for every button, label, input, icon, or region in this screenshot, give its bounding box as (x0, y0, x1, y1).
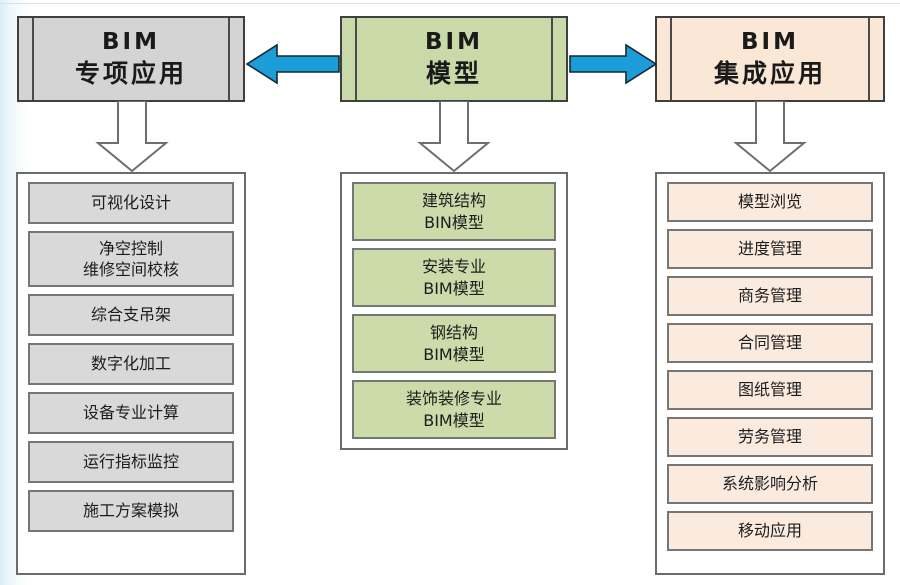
list-item[interactable]: 图纸管理 (667, 370, 873, 410)
blue-arrow-left-icon (246, 43, 340, 85)
item-line2: BIM模型 (423, 278, 485, 298)
top-divider-rule (0, 3, 900, 4)
header-box-special-application[interactable]: BIM 专项应用 (17, 16, 245, 102)
down-arrow-right-icon (733, 101, 807, 173)
item-label: 综合支吊架 (90, 305, 171, 325)
item-line2: BIM模型 (423, 344, 485, 364)
item-label: 图纸管理 (737, 380, 802, 400)
item-label: 进度管理 (737, 239, 802, 259)
header-box-bim-model[interactable]: BIM 模型 (340, 16, 568, 102)
list-item[interactable]: 建筑结构 BIN模型 (352, 182, 556, 241)
list-item[interactable]: 数字化加工 (28, 343, 234, 385)
item-line1: 安装专业 (421, 257, 486, 277)
item-label: 净空控制 维修空间校核 (83, 238, 179, 280)
item-label: 建筑结构 BIN模型 (422, 190, 486, 232)
item-label: 安装专业 BIM模型 (422, 256, 486, 298)
item-label: 可视化设计 (90, 193, 171, 213)
list-item[interactable]: 综合支吊架 (28, 294, 234, 336)
list-item[interactable]: 商务管理 (667, 276, 873, 316)
header-mid-line2: 模型 (425, 59, 482, 89)
list-item[interactable]: 装饰装修专业 BIM模型 (352, 380, 556, 439)
list-item[interactable]: 进度管理 (667, 229, 873, 269)
down-arrow-mid-icon (417, 101, 491, 173)
list-item[interactable]: 净空控制 维修空间校核 (28, 231, 234, 287)
item-label: 系统影响分析 (721, 474, 818, 494)
header-left-line2: 专项应用 (74, 59, 187, 89)
item-line2: BIN模型 (424, 212, 484, 232)
list-item[interactable]: 设备专业计算 (28, 392, 234, 434)
list-item[interactable]: 安装专业 BIM模型 (352, 248, 556, 307)
header-right-title: BIM 集成应用 (714, 29, 826, 89)
list-item[interactable]: 施工方案模拟 (28, 490, 234, 532)
column-special-application: 可视化设计 净空控制 维修空间校核 综合支吊架 数字化加工 设备专业计算 运行指… (16, 172, 246, 575)
item-label: 设备专业计算 (82, 403, 179, 423)
list-item[interactable]: 模型浏览 (667, 182, 873, 222)
item-label: 施工方案模拟 (82, 501, 179, 521)
list-item[interactable]: 可视化设计 (28, 182, 234, 224)
header-mid-line1: BIM (425, 29, 483, 56)
item-label: 装饰装修专业 BIM模型 (406, 388, 502, 430)
list-item[interactable]: 运行指标监控 (28, 441, 234, 483)
header-right-line1: BIM (741, 29, 799, 56)
header-mid-title: BIM 模型 (425, 29, 483, 89)
item-label: 数字化加工 (90, 354, 171, 374)
header-left-rule (32, 18, 34, 100)
column-bim-model: 建筑结构 BIN模型 安装专业 BIM模型 钢结构 BIM模型 装饰装修专业 B… (340, 172, 568, 450)
item-label: 模型浏览 (737, 192, 802, 212)
header-box-integrated-application[interactable]: BIM 集成应用 (655, 16, 885, 102)
item-label: 移动应用 (737, 521, 802, 541)
list-item[interactable]: 移动应用 (667, 511, 873, 551)
item-line1: 装饰装修专业 (405, 389, 502, 409)
item-line2: BIM模型 (423, 410, 485, 430)
down-arrow-left-icon (95, 101, 169, 173)
header-right-rule (228, 18, 230, 100)
item-label: 钢结构 BIM模型 (423, 322, 485, 364)
item-label: 商务管理 (737, 286, 802, 306)
item-line1: 建筑结构 (421, 191, 486, 211)
header-right-right-rule (868, 18, 870, 100)
header-right-line2: 集成应用 (713, 59, 826, 89)
item-label: 劳务管理 (737, 427, 802, 447)
item-line1: 净空控制 (98, 238, 163, 258)
header-mid-right-rule (551, 18, 553, 100)
list-item[interactable]: 钢结构 BIM模型 (352, 314, 556, 373)
item-label: 合同管理 (737, 333, 802, 353)
header-right-left-rule (670, 18, 672, 100)
item-line1: 钢结构 (429, 323, 478, 343)
list-item[interactable]: 系统影响分析 (667, 464, 873, 504)
blue-arrow-right-icon (569, 43, 657, 85)
item-line2: 维修空间校核 (82, 260, 179, 279)
header-left-title: BIM 专项应用 (75, 29, 187, 89)
item-label: 运行指标监控 (82, 452, 179, 472)
header-mid-left-rule (355, 18, 357, 100)
list-item[interactable]: 合同管理 (667, 323, 873, 363)
list-item[interactable]: 劳务管理 (667, 417, 873, 457)
column-integrated-application: 模型浏览 进度管理 商务管理 合同管理 图纸管理 劳务管理 系统影响分析 移动应… (655, 172, 885, 575)
header-left-line1: BIM (102, 29, 160, 56)
